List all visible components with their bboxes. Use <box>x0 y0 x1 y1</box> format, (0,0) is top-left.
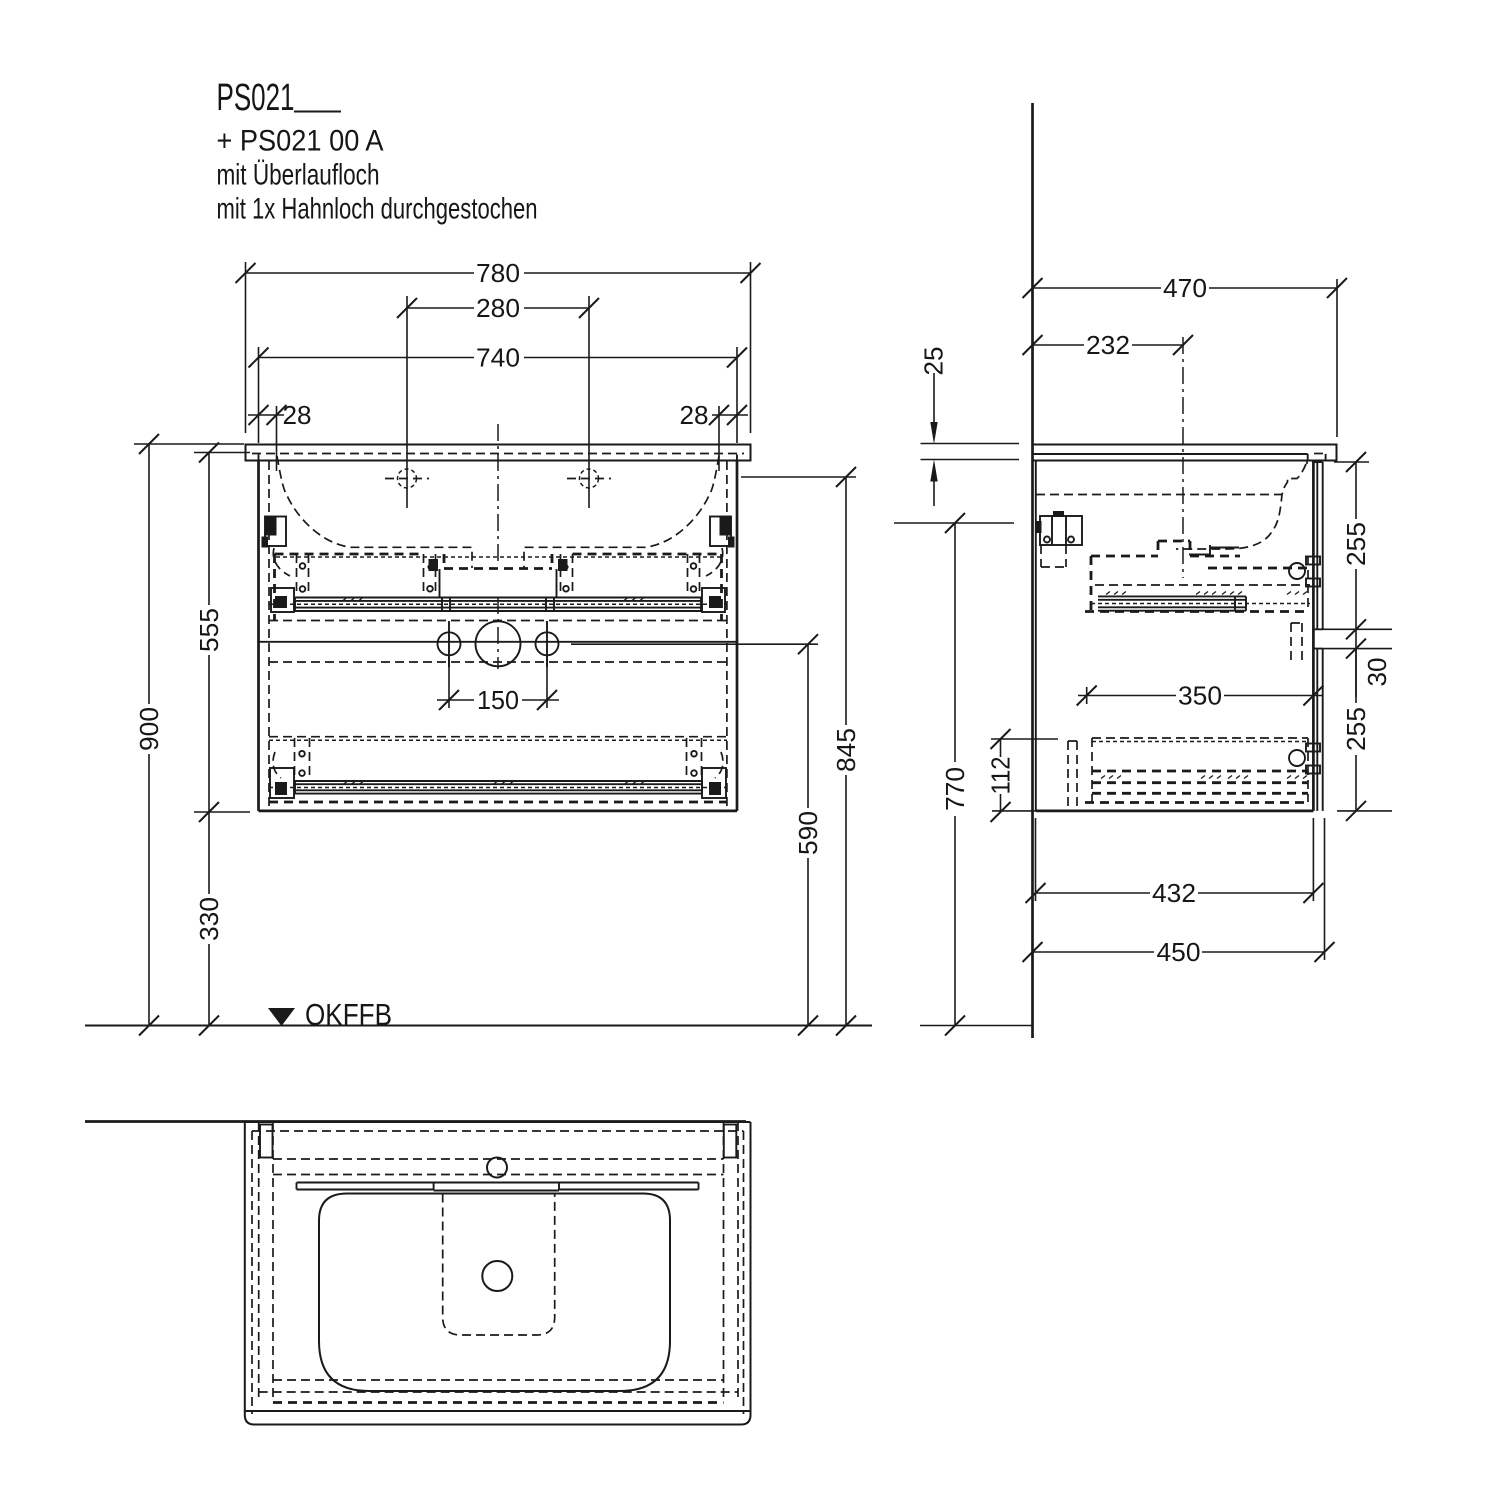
svg-text:590: 590 <box>793 811 823 855</box>
svg-text:30: 30 <box>1362 658 1392 687</box>
svg-text:PS021: PS021 <box>217 77 295 119</box>
svg-text:845: 845 <box>831 728 861 772</box>
svg-text:255: 255 <box>1341 707 1371 751</box>
svg-text:232: 232 <box>1086 330 1130 360</box>
svg-text:450: 450 <box>1157 937 1201 967</box>
svg-text:432: 432 <box>1152 878 1196 908</box>
svg-text:mit Überlaufloch: mit Überlaufloch <box>217 159 380 192</box>
svg-text:25: 25 <box>919 347 949 376</box>
svg-text:28: 28 <box>283 400 312 430</box>
svg-text:280: 280 <box>476 293 520 323</box>
svg-text:740: 740 <box>476 343 520 373</box>
svg-text:555: 555 <box>194 608 224 652</box>
svg-text:OKFFB: OKFFB <box>305 997 392 1032</box>
svg-text:770: 770 <box>940 767 970 811</box>
svg-text:150: 150 <box>477 685 519 715</box>
svg-text:780: 780 <box>476 258 520 288</box>
svg-text:330: 330 <box>194 897 224 941</box>
svg-text:+ PS021 00 A: + PS021 00 A <box>217 125 384 158</box>
svg-text:mit 1x Hahnloch durchgestochen: mit 1x Hahnloch durchgestochen <box>217 193 538 226</box>
svg-text:900: 900 <box>134 707 164 751</box>
svg-text:112: 112 <box>986 757 1016 795</box>
svg-text:255: 255 <box>1341 522 1371 566</box>
svg-text:28: 28 <box>680 400 709 430</box>
svg-text:470: 470 <box>1163 273 1207 303</box>
svg-text:350: 350 <box>1178 681 1222 711</box>
